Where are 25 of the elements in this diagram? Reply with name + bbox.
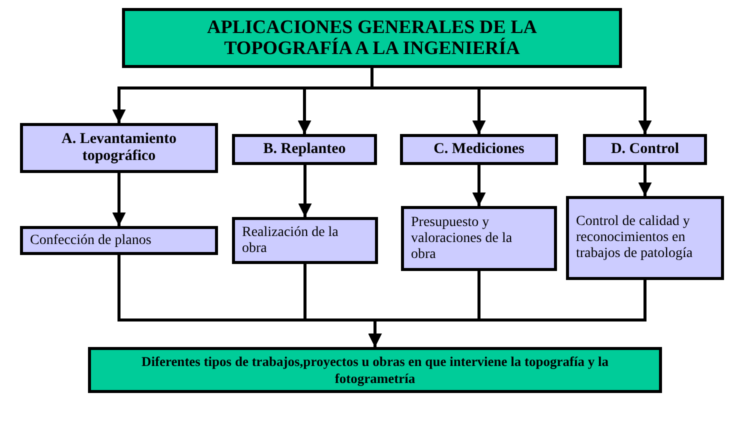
arrow <box>298 165 312 217</box>
process-box <box>566 196 724 280</box>
box-text: APLICACIONES GENERALES DE LA TOPOGRAFÍA A LA INGENIERÍA <box>206 17 538 59</box>
arrow <box>638 165 652 196</box>
box-text: C. Mediciones <box>434 141 524 158</box>
category-box <box>400 134 558 165</box>
arrow <box>112 173 126 226</box>
arrow <box>472 165 486 206</box>
box-text: Diferentes tipos de trabajos,proyectos u obras en que interviene la topografía y la fotogrametría <box>141 353 609 387</box>
box-text: Presupuesto y valoraciones de la obra <box>411 214 514 262</box>
box-text: Control de calidad y reconocimientos en trabajos de patología <box>576 214 694 262</box>
box-text: A. Levantamiento topográfico <box>60 131 178 165</box>
box-text: Realización de la obra <box>242 224 340 256</box>
category-box <box>232 134 377 165</box>
category-box <box>20 123 218 173</box>
process-box <box>20 226 218 255</box>
category-box <box>583 134 707 165</box>
title-box <box>122 8 622 68</box>
box-text: D. Control <box>610 141 680 158</box>
process-box <box>232 217 378 264</box>
box-text: Confección de planos <box>30 232 152 248</box>
result-box <box>88 347 662 393</box>
box-text: B. Replanteo <box>263 141 346 158</box>
arrow <box>368 280 646 347</box>
process-box <box>401 206 557 271</box>
